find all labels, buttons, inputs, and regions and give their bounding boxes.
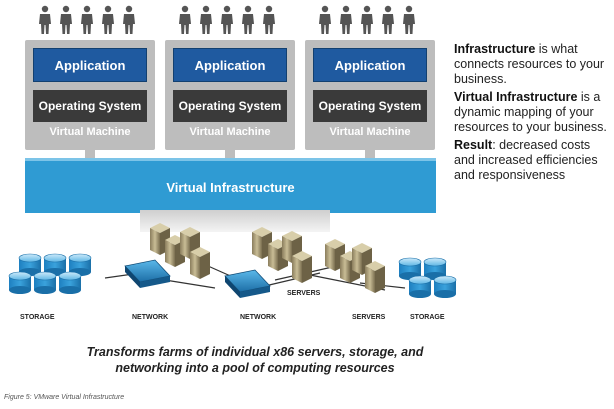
hardware-layer: STORAGE NETWORK NETWORK SERVERS SERVERS … xyxy=(8,223,457,321)
virtual-infrastructure-bar: Virtual Infrastructure xyxy=(25,158,436,213)
storage-disk-icon xyxy=(58,271,82,294)
infrastructure-shadow xyxy=(140,210,330,232)
label-servers-mid: SERVERS xyxy=(287,290,321,297)
user-group-1 xyxy=(36,5,138,35)
side-description: Infrastructure is what connects resource… xyxy=(454,42,612,186)
label-network-left: NETWORK xyxy=(132,314,168,321)
vm-connector xyxy=(365,150,375,159)
storage-disk-icon xyxy=(433,275,457,298)
network-switch-left xyxy=(124,259,171,288)
person-icon xyxy=(379,5,397,35)
server-group-mid xyxy=(252,227,312,283)
person-icon xyxy=(99,5,117,35)
caption-line-1: Transforms farms of individual x86 serve… xyxy=(86,345,424,359)
person-icon xyxy=(57,5,75,35)
virtual-machine-2: Application Operating System Virtual Mac… xyxy=(165,40,295,150)
network-switch-mid xyxy=(224,269,271,298)
virtual-machine-label: Virtual Machine xyxy=(49,126,131,138)
server-icon xyxy=(190,247,210,279)
virtual-machine-label: Virtual Machine xyxy=(329,126,411,138)
person-icon xyxy=(239,5,257,35)
operating-system-box: Operating System xyxy=(33,90,147,122)
caption-line-2: networking into a pool of computing reso… xyxy=(115,361,395,375)
person-icon xyxy=(260,5,278,35)
user-group-3 xyxy=(316,5,418,35)
figure-caption: Figure 5: VMware Virtual Infrastructure xyxy=(4,394,125,401)
virtual-machine-label: Virtual Machine xyxy=(189,126,271,138)
person-icon xyxy=(78,5,96,35)
vm-connector xyxy=(225,150,235,159)
description-virtual-infrastructure: Virtual Infrastructure is a dynamic mapp… xyxy=(454,90,607,134)
server-group-left xyxy=(150,223,210,279)
application-box: Application xyxy=(313,48,427,82)
virtual-machine-1: Application Operating System Virtual Mac… xyxy=(25,40,155,150)
person-icon xyxy=(176,5,194,35)
person-icon xyxy=(197,5,215,35)
vm-connector xyxy=(85,150,95,159)
description-infrastructure: Infrastructure is what connects resource… xyxy=(454,42,605,86)
person-icon xyxy=(400,5,418,35)
server-icon xyxy=(365,261,385,293)
person-icon xyxy=(120,5,138,35)
person-icon xyxy=(218,5,236,35)
operating-system-box: Operating System xyxy=(313,90,427,122)
application-box: Application xyxy=(173,48,287,82)
person-icon xyxy=(337,5,355,35)
server-group-right xyxy=(325,239,385,293)
label-storage-left: STORAGE xyxy=(20,314,55,321)
operating-system-box: Operating System xyxy=(173,90,287,122)
person-icon xyxy=(36,5,54,35)
application-box: Application xyxy=(33,48,147,82)
person-icon xyxy=(316,5,334,35)
storage-disk-icon xyxy=(8,271,32,294)
server-icon xyxy=(292,251,312,283)
user-group-2 xyxy=(176,5,278,35)
storage-disk-icon xyxy=(33,271,57,294)
storage-disk-icon xyxy=(68,253,92,276)
label-servers-right: SERVERS xyxy=(352,314,386,321)
storage-array-left xyxy=(8,253,92,294)
label-storage-right: STORAGE xyxy=(410,314,445,321)
person-icon xyxy=(358,5,376,35)
label-network-mid: NETWORK xyxy=(240,314,276,321)
virtual-machine-3: Application Operating System Virtual Mac… xyxy=(305,40,435,150)
diagram-caption: Transforms farms of individual x86 serve… xyxy=(80,344,430,376)
description-result: Result: decreased costs and increased ef… xyxy=(454,138,598,182)
storage-disk-icon xyxy=(408,275,432,298)
storage-array-right xyxy=(398,257,457,298)
